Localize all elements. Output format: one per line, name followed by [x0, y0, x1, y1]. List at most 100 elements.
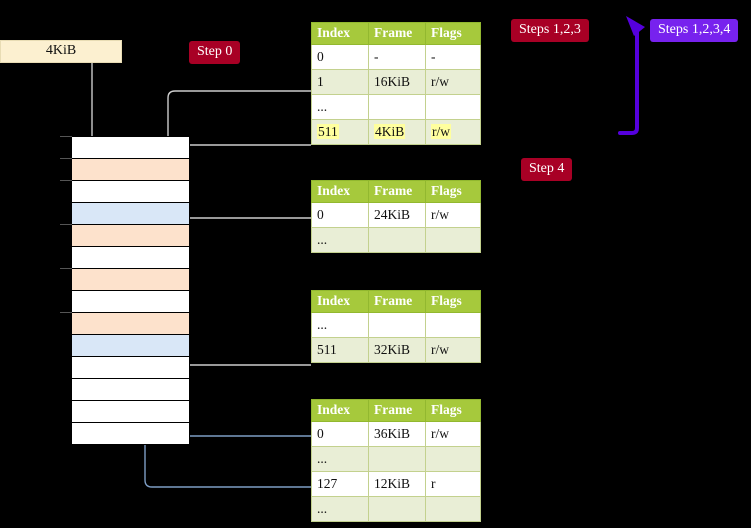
steps-123-label: Steps 1,2,3: [519, 22, 581, 37]
table-cell: [368, 496, 426, 522]
table-cell: [368, 446, 426, 472]
step-0-badge: Step 0: [189, 41, 241, 64]
column-header-frame: Frame: [368, 290, 426, 313]
table-cell: 0: [311, 44, 369, 70]
table-cell: -: [368, 44, 426, 70]
memory-row-tick: [60, 312, 72, 313]
memory-row: [72, 378, 189, 400]
table-cell: ...: [311, 496, 369, 522]
table-cell: 16KiB: [368, 69, 426, 95]
table-cell: r/w: [425, 421, 481, 447]
column-header-flags: Flags: [425, 290, 481, 313]
memory-row: [72, 224, 189, 246]
table-cell: 12KiB: [368, 471, 426, 497]
memory-row: [72, 158, 189, 180]
memory-row-tick: [60, 180, 72, 181]
memory-row: [72, 334, 189, 356]
table-row: 511 4KiB r/w: [311, 119, 481, 145]
frame-size-box: 4KiB: [0, 40, 122, 63]
highlighted-value: 4KiB: [374, 123, 406, 139]
column-header-flags: Flags: [425, 22, 481, 45]
highlighted-value: r/w: [431, 123, 451, 139]
column-header-index: Index: [311, 290, 369, 313]
table-cell: 0: [311, 421, 369, 447]
frame-size-label: 4KiB: [45, 43, 77, 58]
memory-row-tick: [60, 136, 72, 137]
table-cell: 0: [311, 202, 369, 228]
memory-row: [72, 422, 189, 444]
column-header-index: Index: [311, 22, 369, 45]
table-cell: [425, 446, 481, 472]
table-cell: 1: [311, 69, 369, 95]
table-row: ...: [311, 227, 481, 253]
steps-1234-label: Steps 1,2,3,4: [658, 22, 731, 37]
table-cell: ...: [311, 227, 369, 253]
table-row: ...: [311, 312, 481, 338]
column-header-flags: Flags: [425, 180, 481, 203]
step-0-label: Step 0: [197, 44, 233, 59]
step-4-label: Step 4: [529, 161, 565, 176]
table-cell: ...: [311, 94, 369, 120]
highlighted-value: 511: [317, 123, 339, 139]
column-header-frame: Frame: [368, 180, 426, 203]
table-row: 0--: [311, 44, 481, 70]
table-cell: [425, 227, 481, 253]
memory-row: [72, 246, 189, 268]
memory-row: [72, 136, 189, 158]
table-cell: 4KiB: [368, 119, 426, 145]
table-cell: 24KiB: [368, 202, 426, 228]
table-cell: r: [425, 471, 481, 497]
steps-1234-badge: Steps 1,2,3,4: [650, 19, 739, 42]
memory-row: [72, 180, 189, 202]
memory-row: [72, 356, 189, 378]
column-header-index: Index: [311, 180, 369, 203]
memory-row: [72, 312, 189, 334]
step-4-badge: Step 4: [521, 158, 573, 181]
table-cell: ...: [311, 312, 369, 338]
table-cell: 511: [311, 337, 369, 363]
table-cell: [425, 312, 481, 338]
steps-123-badge: Steps 1,2,3: [511, 19, 589, 42]
memory-row: [72, 268, 189, 290]
memory-row: [72, 290, 189, 312]
memory-row-tick: [60, 268, 72, 269]
table-cell: r/w: [425, 337, 481, 363]
memory-row-tick: [60, 224, 72, 225]
table-cell: r/w: [425, 202, 481, 228]
table-cell: ...: [311, 446, 369, 472]
table-cell: 511: [311, 119, 369, 145]
table-row: ...: [311, 496, 481, 522]
table-cell: r/w: [425, 69, 481, 95]
table-cell: r/w: [425, 119, 481, 145]
column-header-frame: Frame: [368, 22, 426, 45]
table-cell: 127: [311, 471, 369, 497]
physical-memory-strip: [71, 136, 190, 445]
table-row: ...: [311, 446, 481, 472]
table-cell: 36KiB: [368, 421, 426, 447]
table-cell: [425, 496, 481, 522]
table-cell: [368, 94, 426, 120]
table-cell: 32KiB: [368, 337, 426, 363]
column-header-flags: Flags: [425, 399, 481, 422]
table-cell: [425, 94, 481, 120]
memory-row: [72, 400, 189, 422]
memory-row-tick: [60, 158, 72, 159]
table-cell: [368, 227, 426, 253]
column-header-index: Index: [311, 399, 369, 422]
table-cell: [368, 312, 426, 338]
memory-row: [72, 202, 189, 224]
